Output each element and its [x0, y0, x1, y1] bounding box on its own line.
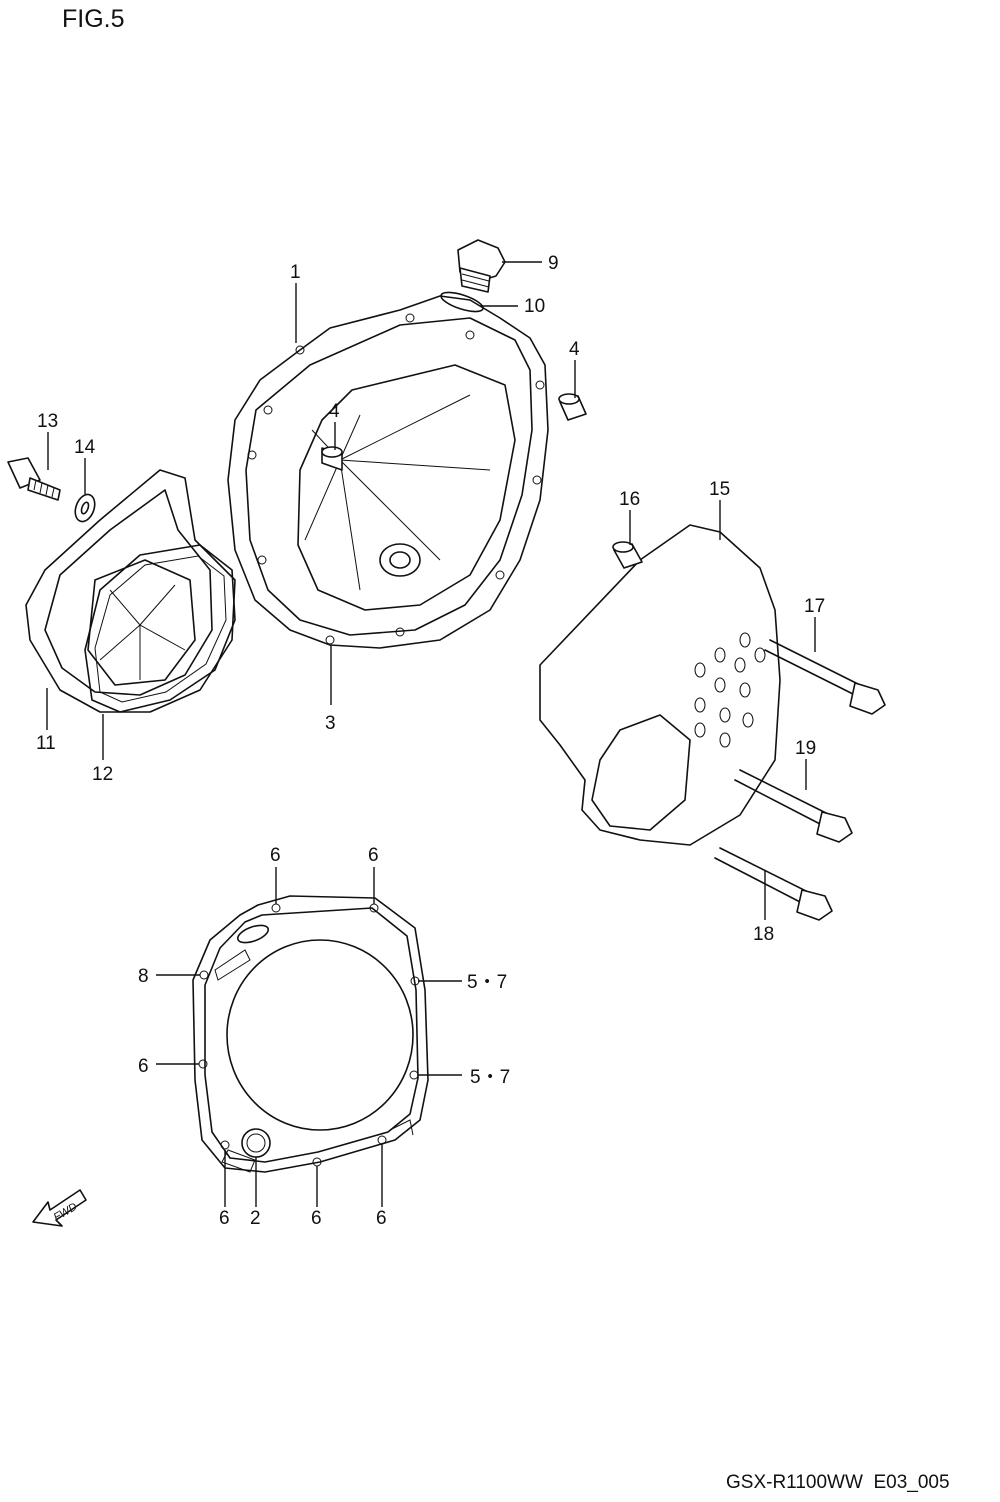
callout-1: 1: [290, 262, 301, 283]
callout-19: 19: [795, 738, 816, 759]
clutch-cover-part-1: [227, 295, 549, 649]
callout-13: 13: [37, 411, 58, 432]
generator-cover-part-11: [25, 469, 236, 713]
figure-title: FIG.5: [62, 5, 125, 33]
leader-lines: [46, 261, 816, 1207]
o-ring-part-10: [440, 291, 484, 313]
bolt-part-17: [764, 639, 886, 715]
washer-part-14: [74, 493, 96, 523]
callout-4-center: 4: [329, 401, 340, 422]
bolt-part-13: [7, 457, 61, 501]
callout-6-top-left: 6: [270, 845, 281, 866]
callout-12: 12: [92, 764, 113, 785]
housing-part-15: [539, 524, 781, 846]
callout-17: 17: [804, 596, 825, 617]
callout-6-bottom-3: 6: [376, 1208, 387, 1229]
plug-part-2: [241, 1128, 271, 1158]
callout-6-bottom-2: 6: [311, 1208, 322, 1229]
bolt-part-18: [714, 847, 833, 921]
callout-4-right: 4: [569, 339, 580, 360]
callout-16: 16: [619, 489, 640, 510]
bolt-part-19: [734, 769, 853, 843]
oil-filler-plug-part-9: [457, 239, 506, 293]
callout-18: 18: [753, 924, 774, 945]
callout-11: 11: [36, 733, 56, 754]
callout-6-bottom-1: 6: [219, 1208, 230, 1229]
fwd-arrow-icon: FWD: [32, 1189, 87, 1227]
callout-labels: 1 9 10 4 4 13 14 3 11 12 16 15 17 19 18 …: [36, 253, 825, 1229]
dowel-pin-part-4: [558, 393, 587, 421]
callout-5-7-upper: 5・7: [467, 972, 507, 993]
callout-3: 3: [325, 713, 336, 734]
callout-2: 2: [250, 1208, 261, 1229]
callout-9: 9: [548, 253, 559, 274]
fwd-arrow-label: FWD: [52, 1201, 80, 1224]
diagram-code: GSX-R1100WW E03_005: [726, 1472, 950, 1493]
callout-8: 8: [138, 966, 149, 987]
callout-6-top-right: 6: [368, 845, 379, 866]
callout-5-7-lower: 5・7: [470, 1067, 510, 1088]
callout-10: 10: [524, 296, 545, 317]
callout-14: 14: [74, 437, 96, 458]
dowel-pin-part-16: [612, 541, 643, 569]
callout-6-left: 6: [138, 1056, 149, 1077]
outer-cover-lower: [192, 895, 429, 1173]
callout-15: 15: [709, 479, 730, 500]
generator-cover-gasket-part-12: [84, 544, 236, 713]
